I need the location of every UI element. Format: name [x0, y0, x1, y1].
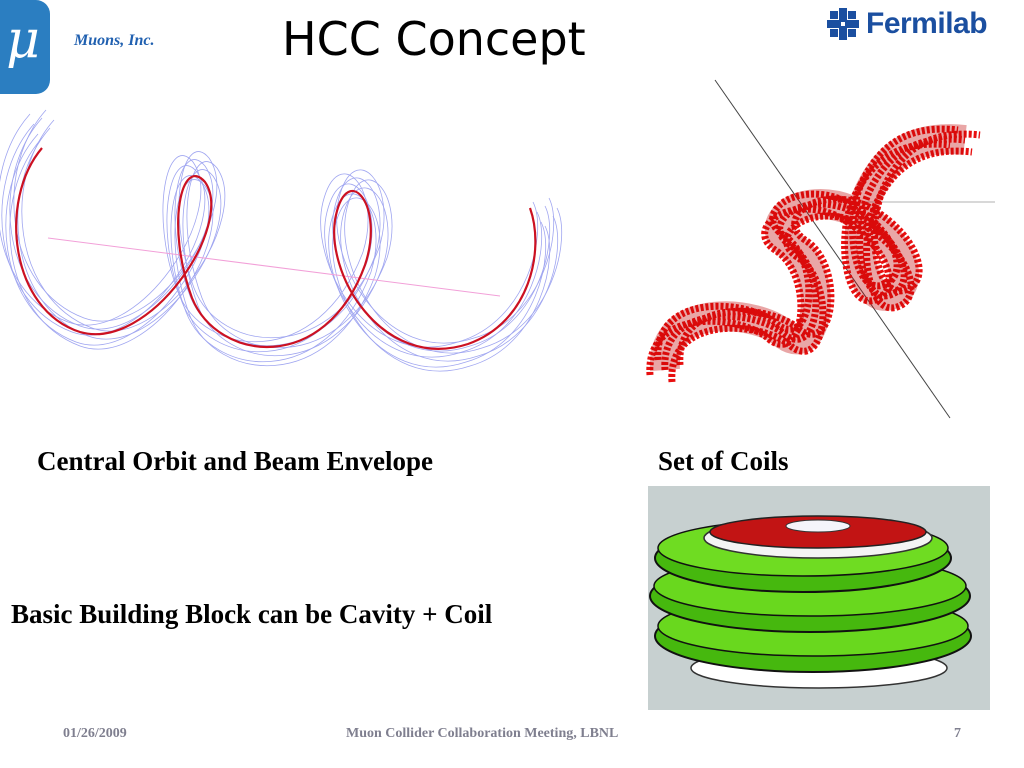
fermilab-logo: Fermilab — [826, 6, 988, 42]
muons-logo: μ — [0, 0, 50, 94]
footer-meeting: Muon Collider Collaboration Meeting, LBN… — [346, 726, 619, 741]
orbit-caption: Central Orbit and Beam Envelope — [37, 446, 433, 476]
slide-title: HCC Concept — [282, 12, 586, 66]
fermilab-mark-icon — [827, 8, 859, 40]
mu-symbol: μ — [6, 10, 40, 70]
coils-caption: Set of Coils — [658, 446, 789, 476]
fermilab-wordmark: Fermilab — [866, 7, 988, 40]
helical-coil-set-figure — [646, 79, 995, 419]
cavity-coil-image — [649, 515, 972, 689]
cavity-coil-rendering — [648, 486, 990, 710]
company-name: Muons, Inc. — [74, 32, 155, 49]
page-number: 7 — [954, 726, 961, 741]
building-block-caption: Basic Building Block can be Cavity + Coi… — [11, 599, 493, 629]
helix-beam-envelope-figure — [0, 109, 563, 372]
footer-date: 01/26/2009 — [63, 726, 127, 741]
